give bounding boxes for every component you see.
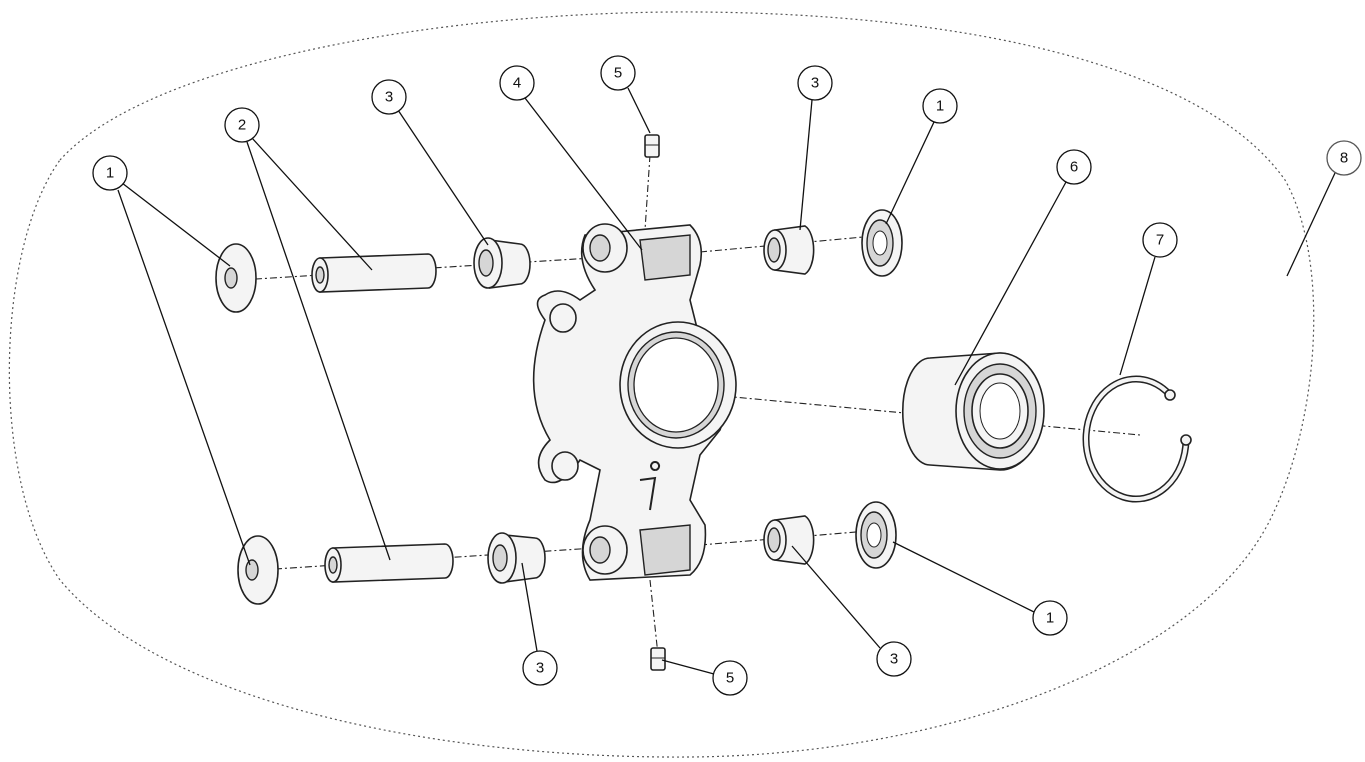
- seal-lower-right: [855, 501, 897, 569]
- svg-text:1: 1: [106, 165, 114, 182]
- svg-text:2: 2: [238, 117, 246, 134]
- svg-text:4: 4: [513, 75, 521, 92]
- callout-5-bottom: 5: [712, 660, 748, 696]
- bushing-upper-left: [473, 237, 531, 289]
- bearing-6: [901, 352, 1045, 471]
- washer-upper-left: [215, 243, 257, 313]
- svg-text:3: 3: [385, 89, 393, 106]
- callout-6: 6: [1056, 149, 1092, 185]
- callout-1-upper-left: 1: [92, 155, 128, 191]
- circlip-7: [1082, 375, 1192, 503]
- pin-upper: [311, 253, 437, 293]
- svg-text:5: 5: [614, 65, 622, 82]
- callout-8: 8: [1326, 140, 1362, 176]
- callout-1-upper-right: 1: [922, 88, 958, 124]
- grease-nipple-top: [644, 134, 660, 158]
- svg-text:3: 3: [890, 651, 898, 668]
- callout-3-lower-left: 3: [522, 650, 558, 686]
- bushing-lower-right: [763, 515, 815, 565]
- grease-nipple-bottom: [650, 647, 666, 671]
- bushing-lower-left: [487, 532, 546, 584]
- washer-lower-left: [237, 535, 279, 605]
- bushing-upper-right: [763, 225, 815, 275]
- svg-text:1: 1: [1046, 610, 1054, 627]
- svg-text:7: 7: [1156, 232, 1164, 249]
- seal-upper-right: [861, 209, 903, 277]
- svg-text:1: 1: [936, 98, 944, 115]
- svg-text:3: 3: [536, 660, 544, 677]
- svg-text:3: 3: [811, 75, 819, 92]
- assembly-boundary-8: [8, 11, 1315, 758]
- callout-3-upper-right: 3: [797, 65, 833, 101]
- pin-lower: [324, 543, 454, 583]
- callout-3-lower-right: 3: [876, 641, 912, 677]
- svg-text:6: 6: [1070, 159, 1078, 176]
- callout-2: 2: [224, 107, 260, 143]
- carrier-housing-4: [532, 223, 737, 581]
- svg-text:8: 8: [1340, 150, 1348, 167]
- callout-7: 7: [1142, 222, 1178, 258]
- callout-5-top: 5: [600, 55, 636, 91]
- leader-lines: [117, 87, 1336, 675]
- callout-1-lower-right: 1: [1032, 600, 1068, 636]
- callout-3-upper-left: 3: [371, 79, 407, 115]
- callout-4: 4: [499, 65, 535, 101]
- svg-text:5: 5: [726, 670, 734, 687]
